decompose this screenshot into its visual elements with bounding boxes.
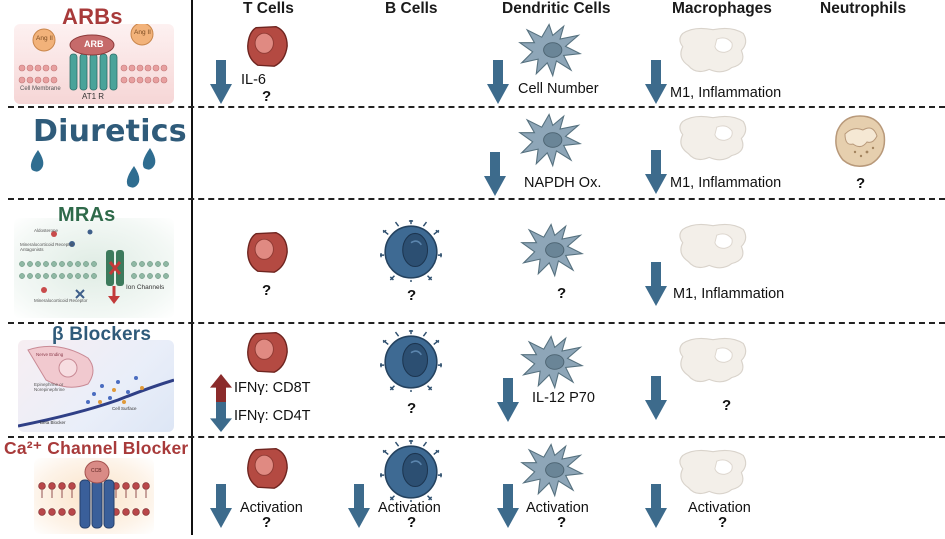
mras-membrane-graphic: [19, 229, 169, 304]
macrophage-icon: [675, 112, 751, 164]
diuretics-macrophage-label: M1, Inflammation: [670, 175, 782, 191]
ccb-tcell-label: Activation: [240, 500, 303, 516]
arrow-down-icon: [210, 402, 232, 432]
drug-title-beta-blockers: β Blockers: [52, 324, 152, 345]
beta-blockers-illustration: Nerve Ending Epinephrine or Norepinephri…: [17, 340, 175, 432]
diuretics-neutrophil-question: ?: [856, 175, 866, 192]
tcell-icon: [245, 330, 289, 374]
ccb-bcell-question: ?: [407, 514, 417, 531]
arbs-macrophage-label: M1, Inflammation: [670, 85, 782, 101]
header-b-cells: B Cells: [385, 0, 438, 17]
ccb-label: CCB: [91, 468, 102, 474]
macrophage-icon: [675, 220, 751, 272]
drug-title-arbs: ARBs: [62, 4, 123, 29]
ccb-dendritic-label: Activation: [526, 500, 589, 516]
mras-dendritic-question: ?: [557, 285, 567, 302]
mras-label-antagonists: Mineralocorticoid Receptor Antagonists: [20, 242, 74, 252]
neutrophil-icon: [833, 114, 887, 168]
dendritic-cell-icon: [518, 112, 582, 168]
row-divider-1: [8, 106, 945, 108]
bb-label-epinephrine: Epinephrine or Norepinephrine: [34, 382, 65, 392]
ccb-macrophage-label: Activation: [688, 500, 751, 516]
column-divider: [191, 0, 193, 535]
macrophage-icon: [675, 334, 751, 386]
arbs-label-membrane: Cell Membrane: [20, 86, 61, 92]
arbs-membrane-graphic: [18, 22, 168, 91]
arrow-down-icon: [645, 376, 667, 420]
header-macrophages: Macrophages: [672, 0, 772, 17]
arbs-label-ang-left: Ang II: [36, 35, 53, 42]
mras-illustration: Aldosterone Mineralocorticoid Receptor A…: [14, 218, 174, 318]
arbs-illustration: ARB Ang II Ang II Cell Membrane AT1 R: [14, 22, 174, 104]
arbs-label-ang-right: Ang II: [134, 29, 151, 36]
dendritic-cell-icon: [520, 442, 584, 498]
diuretics-dendritic-label: NAPDH Ox.: [524, 175, 602, 191]
bcell-icon: [380, 440, 442, 502]
drug-title-mras: MRAs: [58, 204, 116, 226]
ccb-macrophage-question: ?: [718, 514, 728, 531]
macrophage-icon: [675, 446, 751, 498]
tcell-icon: [245, 24, 289, 68]
header-t-cells: T Cells: [243, 0, 294, 17]
ccb-bcell-label: Activation: [378, 500, 441, 516]
mras-label-aldosterone: Aldosterone: [34, 228, 59, 233]
row-divider-3: [8, 322, 945, 324]
arrow-down-icon: [348, 484, 370, 528]
row-divider-4: [8, 436, 945, 438]
bb-bcell-question: ?: [407, 400, 417, 417]
mras-bcell-question: ?: [407, 287, 417, 304]
row-divider-2: [8, 198, 945, 200]
arbs-dendritic-label: Cell Number: [518, 81, 599, 97]
bb-dendritic-label: IL-12 P70: [532, 390, 595, 406]
ccb-illustration: CCB: [34, 458, 154, 534]
dendritic-cell-icon: [520, 222, 584, 278]
arrow-down-icon: [210, 484, 232, 528]
bb-macrophage-question: ?: [722, 397, 732, 414]
bb-label-nerve: Nerve Ending: [36, 352, 64, 357]
mras-macrophage-label: M1, Inflammation: [673, 286, 785, 302]
arrow-down-icon: [645, 150, 667, 194]
ccb-tcell-question: ?: [262, 514, 272, 531]
drug-title-ccb: Ca²⁺ Channel Blocker: [4, 438, 189, 458]
arbs-label-at1r: AT1 R: [82, 92, 105, 101]
arbs-tcell-label: IL-6: [241, 72, 266, 88]
arbs-tcell-question: ?: [262, 88, 272, 105]
ccb-dendritic-question: ?: [557, 514, 567, 531]
arrow-down-icon: [645, 484, 667, 528]
header-dendritic-cells: Dendritic Cells: [502, 0, 611, 17]
bb-label-cell-surface: Cell Surface: [112, 406, 137, 411]
mras-label-ion-channels: Ion Channels: [126, 284, 165, 291]
arrow-down-icon: [645, 60, 667, 104]
macrophage-icon: [675, 24, 751, 76]
bb-tcell-down-label: IFNγ: CD4T: [234, 408, 311, 424]
bb-label-beta-blocker: Beta Blocker: [40, 420, 66, 425]
arrow-up-icon: [210, 374, 232, 404]
arrow-down-icon: [497, 378, 519, 422]
mras-label-receptor: Mineralocorticoid Receptor: [34, 298, 88, 303]
header-neutrophils: Neutrophils: [820, 0, 907, 17]
dendritic-cell-icon: [520, 334, 584, 390]
beta-blockers-graphic: [17, 345, 175, 428]
water-drops-graphic: [30, 148, 156, 188]
tcell-icon: [245, 446, 289, 490]
bb-tcell-up-label: IFNγ: CD8T: [234, 380, 311, 396]
bcell-icon: [380, 220, 442, 282]
ccb-channel-graphic: [38, 460, 150, 529]
arrow-down-icon: [210, 60, 232, 104]
dendritic-cell-icon: [518, 22, 582, 78]
arrow-down-icon: [484, 152, 506, 196]
arrow-down-icon: [497, 484, 519, 528]
arrow-down-icon: [487, 60, 509, 104]
arbs-label-arb: ARB: [84, 39, 104, 49]
mras-tcell-question: ?: [262, 282, 272, 299]
arrow-down-icon: [645, 262, 667, 306]
bcell-icon: [380, 330, 442, 392]
drug-title-diuretics: Diuretics: [33, 114, 187, 149]
tcell-icon: [245, 230, 289, 274]
